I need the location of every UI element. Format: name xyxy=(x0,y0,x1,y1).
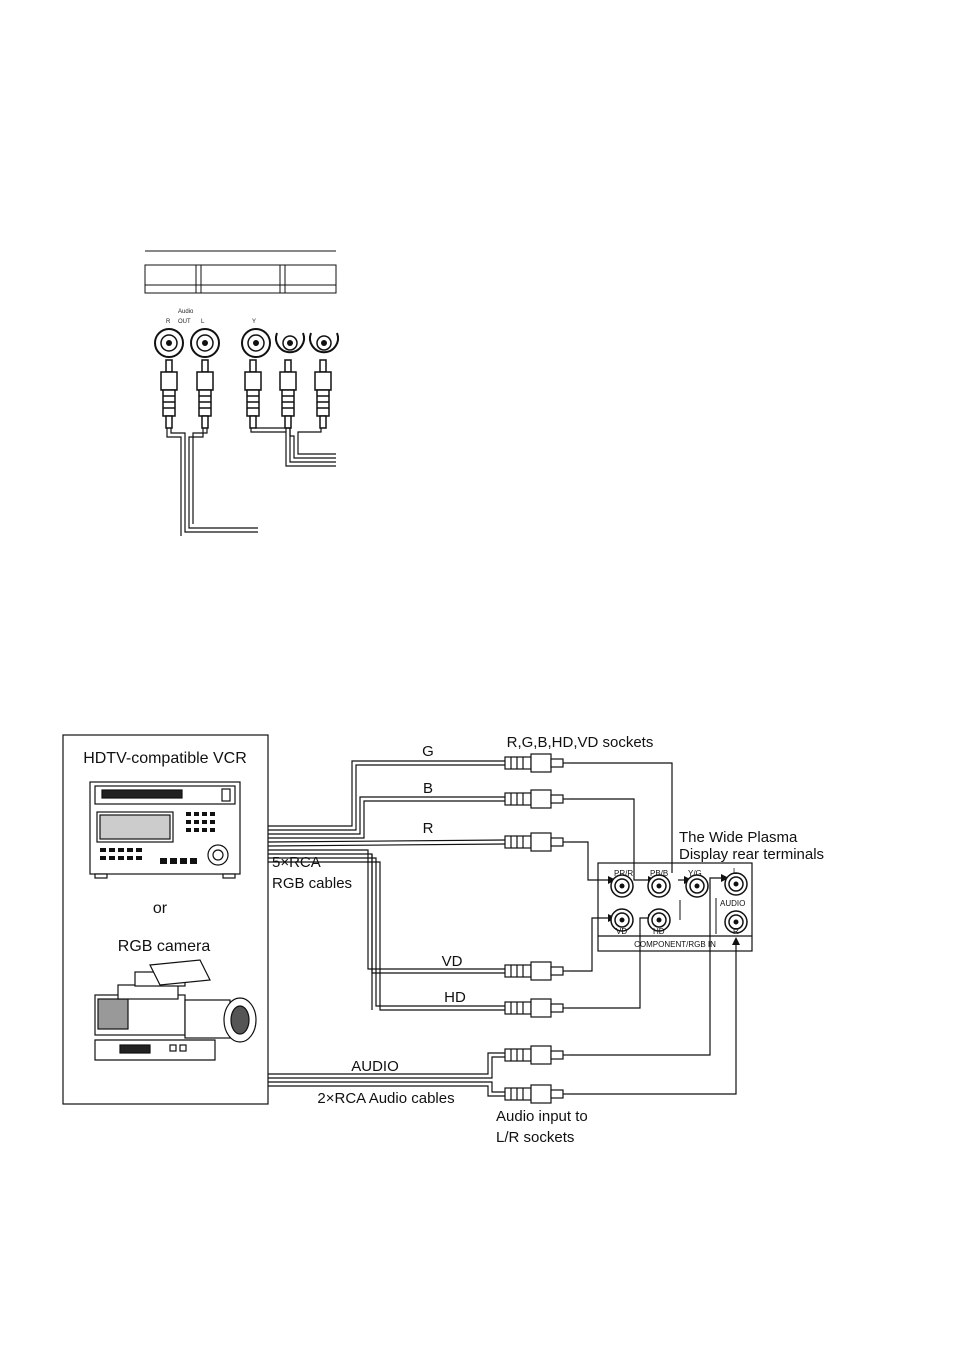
rgb-cables-line1: 5×RCA xyxy=(272,854,321,871)
rca-plugs xyxy=(505,754,569,1103)
audio-r-jack xyxy=(155,329,183,357)
jack-y-g xyxy=(686,875,708,897)
pb-jack xyxy=(276,333,304,352)
l-label: L xyxy=(201,319,205,325)
audio-cables-label: 2×RCA Audio cables xyxy=(317,1090,454,1107)
audio-input-line2: L/R sockets xyxy=(496,1129,574,1146)
label-hd: HD xyxy=(653,927,665,936)
sockets-heading: R,G,B,HD,VD sockets xyxy=(507,734,654,751)
camera-label: RGB camera xyxy=(118,938,211,955)
jack-pr-r xyxy=(611,875,633,897)
top-connector-panel: Audio R OUT L Y xyxy=(145,251,338,536)
panel-label: COMPONENT/RGB IN xyxy=(634,940,716,949)
display-title-line2: Display rear terminals xyxy=(679,846,824,863)
jack-pb-b xyxy=(648,875,670,897)
audio-input-line1: Audio input to xyxy=(496,1108,588,1125)
display-title-line1: The Wide Plasma xyxy=(679,829,798,846)
signal-vd-label: VD xyxy=(442,953,463,970)
label-pb-b: PB/B xyxy=(650,869,668,878)
rgb-cables-line2: RGB cables xyxy=(272,875,352,892)
label-pr-r: PR/R xyxy=(614,869,633,878)
plug-audio-r xyxy=(505,1085,569,1103)
display-terminal-panel: PR/R PB/B Y/G L AUDIO VD HD R COMPONENT/… xyxy=(598,863,752,951)
camera-icon xyxy=(95,960,256,1060)
vcr-label: HDTV-compatible VCR xyxy=(83,750,247,767)
signal-g-label: G xyxy=(422,743,434,760)
plug-b xyxy=(505,790,569,808)
signal-b-label: B xyxy=(423,780,433,797)
top-plugs xyxy=(161,360,331,428)
plug-g xyxy=(505,754,569,772)
vcr-icon xyxy=(90,782,240,878)
audio-tag: AUDIO xyxy=(351,1058,399,1075)
y-label: Y xyxy=(252,319,256,325)
plug-r xyxy=(505,833,569,851)
r-label: R xyxy=(166,319,171,325)
label-r: R xyxy=(733,927,739,936)
plug-audio-l xyxy=(505,1046,569,1064)
label-audio: AUDIO xyxy=(720,899,745,908)
signal-hd-label: HD xyxy=(444,989,466,1006)
jack-audio-l xyxy=(725,873,747,895)
top-table xyxy=(145,265,336,293)
label-vd: VD xyxy=(616,927,627,936)
plug-vd xyxy=(505,962,569,980)
audio-heading: Audio xyxy=(178,309,194,315)
label-l: L xyxy=(733,867,738,876)
top-cables xyxy=(167,428,336,536)
audio-l-jack xyxy=(191,329,219,357)
plug-hd xyxy=(505,999,569,1017)
signal-r-label: R xyxy=(423,820,434,837)
pr-jack xyxy=(310,333,338,352)
label-y-g: Y/G xyxy=(688,869,702,878)
y-jack xyxy=(242,329,270,357)
out-label: OUT xyxy=(178,319,191,325)
or-label: or xyxy=(153,900,168,917)
